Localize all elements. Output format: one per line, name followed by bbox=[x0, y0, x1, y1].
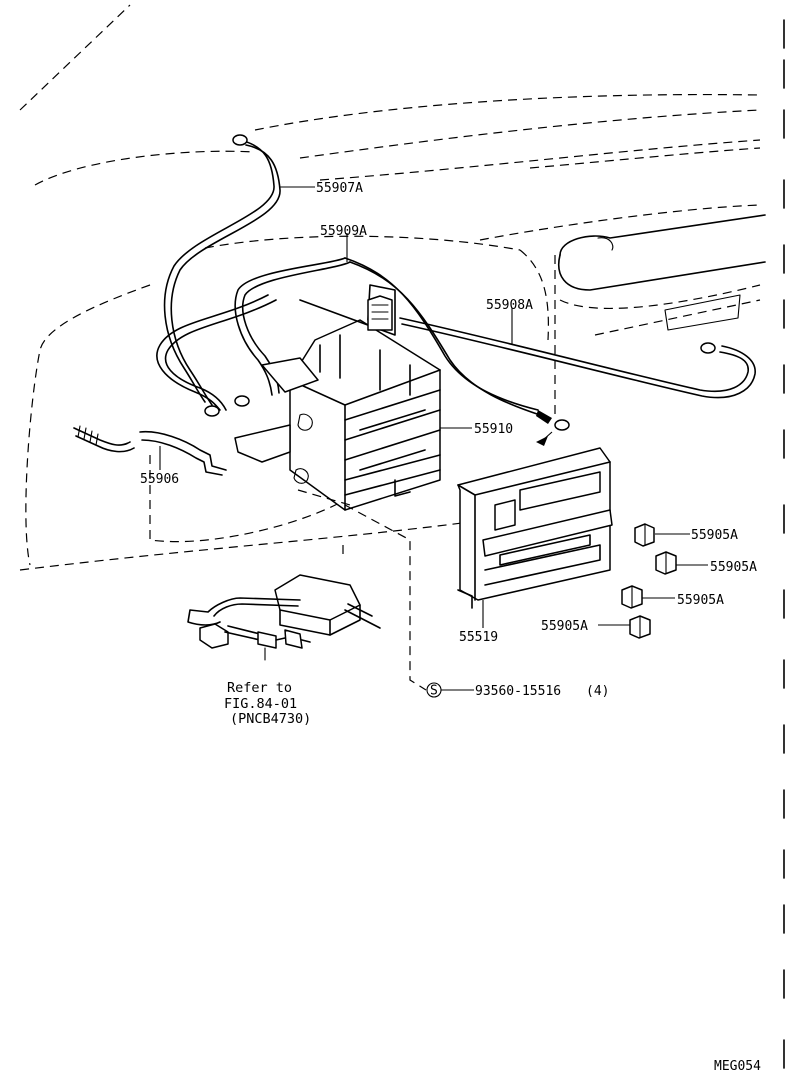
blower-switch bbox=[274, 574, 381, 636]
control-panel-55519 bbox=[457, 447, 613, 609]
arrow-line bbox=[542, 431, 553, 441]
sensor-wire-55906 bbox=[73, 425, 227, 476]
vent-duct bbox=[558, 214, 766, 331]
reference-line-1: Refer to bbox=[227, 680, 292, 696]
cable-left-loop bbox=[156, 294, 277, 411]
label-screw-symbol: S bbox=[430, 684, 438, 699]
label-55908A: 55908A bbox=[486, 298, 533, 313]
label-55905A-4: 55905A bbox=[541, 619, 588, 634]
cable-55907A bbox=[163, 134, 281, 417]
screw-symbol bbox=[426, 682, 442, 698]
leader-lines bbox=[159, 186, 708, 691]
reference-line-3: (PNCB4730) bbox=[230, 711, 311, 727]
knob-55905A-4 bbox=[629, 615, 651, 639]
knob-55905A-2 bbox=[655, 551, 677, 575]
label-55905A-1: 55905A bbox=[691, 528, 738, 543]
label-55905A-3: 55905A bbox=[677, 593, 724, 608]
label-55910: 55910 bbox=[474, 422, 513, 437]
label-screw-part: 93560-15516 bbox=[475, 684, 561, 699]
knob-55905A-1 bbox=[634, 523, 655, 547]
label-55905A-2: 55905A bbox=[710, 560, 757, 575]
label-screw-qty: (4) bbox=[586, 684, 609, 699]
cable-55908A bbox=[399, 317, 756, 399]
label-55909A: 55909A bbox=[320, 224, 367, 239]
figure-code: MEG054 bbox=[714, 1059, 761, 1074]
label-55907A: 55907A bbox=[316, 181, 363, 196]
harness-plug bbox=[187, 597, 311, 661]
label-55519: 55519 bbox=[459, 630, 498, 645]
knob-55905A-3 bbox=[621, 585, 643, 609]
label-55906: 55906 bbox=[140, 472, 179, 487]
heater-control-unit bbox=[234, 284, 441, 511]
reference-line-2: FIG.84-01 bbox=[224, 696, 297, 712]
dashboard-outline bbox=[19, 4, 761, 571]
